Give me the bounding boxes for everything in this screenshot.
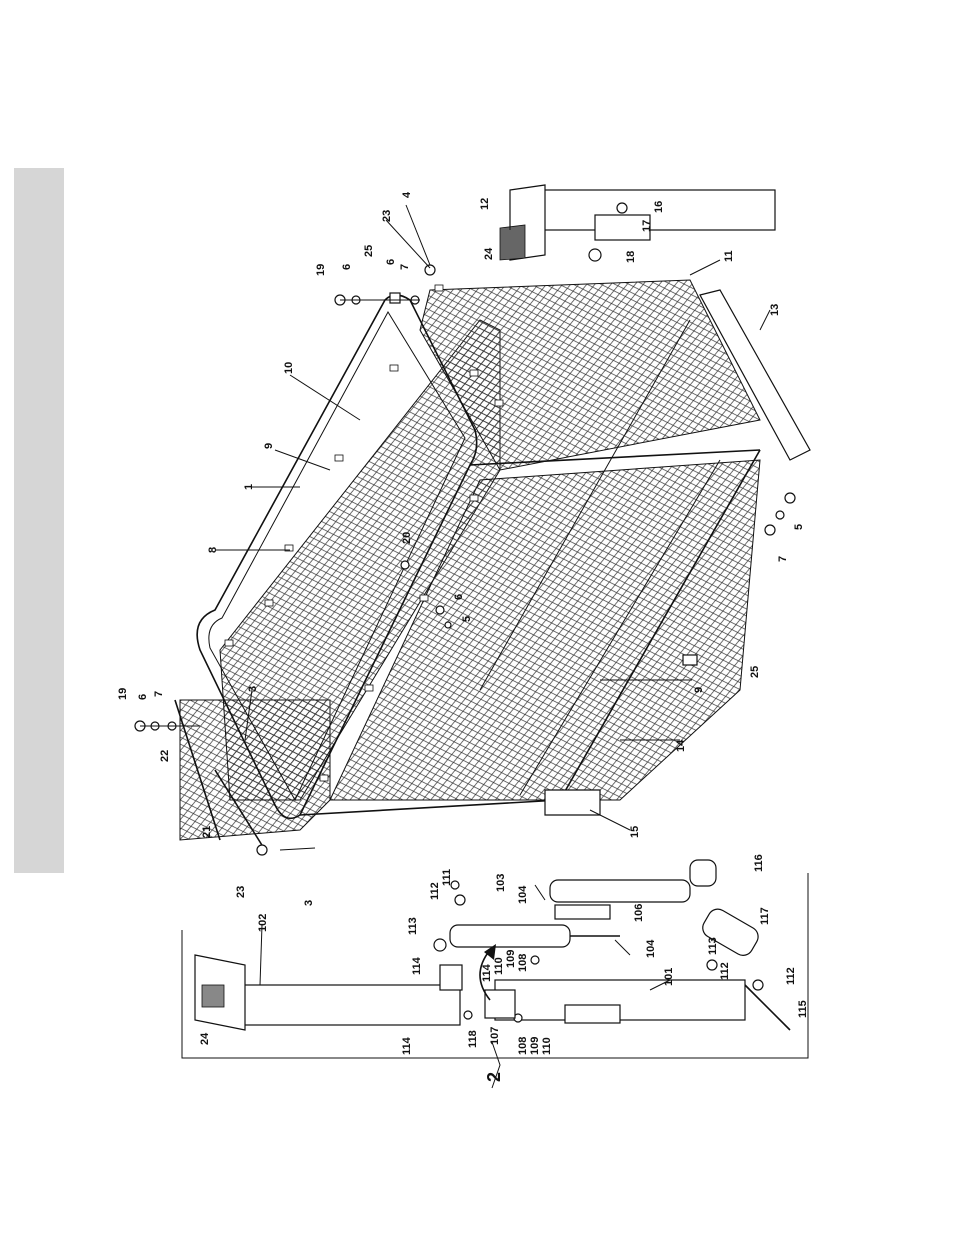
label-104a: 104 [517, 885, 529, 904]
bushing-20 [401, 561, 409, 569]
label-6a: 6 [137, 694, 149, 700]
label-118: 118 [467, 1030, 479, 1048]
label-17: 17 [641, 220, 653, 232]
label-3a: 3 [247, 686, 259, 692]
label-4: 4 [401, 191, 413, 198]
slot-plate-101 [565, 1005, 620, 1023]
label-110b: 110 [541, 1037, 553, 1055]
label-114c: 114 [481, 963, 493, 982]
label-18: 18 [625, 251, 637, 263]
label-113b: 113 [707, 937, 719, 955]
nut-7c [765, 525, 775, 535]
label-14: 14 [675, 739, 687, 752]
label-6b: 6 [341, 264, 353, 270]
label-108a: 108 [517, 954, 529, 972]
label-101: 101 [663, 968, 675, 986]
label-22: 22 [159, 750, 171, 762]
pin-118 [464, 1011, 472, 1019]
label-7a: 7 [153, 691, 165, 697]
label-16: 16 [653, 201, 665, 213]
bolt-104b [615, 940, 630, 955]
label-7c: 7 [777, 556, 789, 562]
label-21: 21 [201, 826, 213, 838]
bottom-rail [300, 800, 560, 815]
washer-6d [445, 622, 451, 628]
bolt-104a [535, 885, 545, 900]
label-19b: 19 [315, 264, 327, 276]
hinge-107 [485, 990, 515, 1018]
washer-112a [455, 895, 465, 905]
label-5a: 5 [461, 616, 473, 622]
bolt-108a [531, 956, 539, 964]
label-109b: 109 [529, 1037, 541, 1055]
post-102 [235, 985, 460, 1025]
label-108b: 108 [517, 1037, 529, 1055]
label-107: 107 [489, 1027, 501, 1045]
label-113a: 113 [407, 917, 419, 935]
bolt-5a [436, 606, 444, 614]
cylinder-upper [550, 880, 690, 902]
nut-18 [589, 249, 601, 261]
view-2-label: 2 [484, 1072, 504, 1082]
label-6d: 6 [453, 594, 465, 600]
label-11: 11 [723, 250, 735, 262]
label-106: 106 [633, 904, 645, 922]
label-8: 8 [207, 547, 219, 553]
label-23a: 23 [235, 886, 247, 898]
label-1: 1 [243, 484, 255, 490]
label-19a: 19 [117, 688, 129, 700]
label-111: 111 [441, 869, 453, 886]
enclosure-assembly [135, 265, 810, 855]
bolt-113a [434, 939, 446, 951]
label-24a: 24 [483, 247, 495, 260]
label-103: 103 [495, 874, 507, 892]
pin-115 [745, 985, 790, 1030]
label-24b: 24 [199, 1032, 211, 1045]
label-109a: 109 [505, 950, 517, 968]
end-cap-23a [257, 845, 267, 855]
bolt-113b [707, 960, 717, 970]
pad-25b [683, 655, 697, 665]
label-24a [500, 225, 525, 260]
bolt-5b [785, 493, 795, 503]
label-24b [202, 985, 224, 1007]
label-114a: 114 [411, 956, 423, 975]
label-110a: 110 [493, 957, 505, 975]
bolt-16 [617, 203, 627, 213]
label-9b: 9 [693, 687, 705, 693]
label-12: 12 [479, 198, 491, 210]
washer-112c [753, 980, 763, 990]
tab-114 [440, 965, 462, 990]
label-13: 13 [769, 304, 781, 316]
end-cap-23b [425, 265, 435, 275]
label-9a: 9 [263, 443, 275, 449]
label-117: 117 [759, 907, 771, 925]
label-3b: 3 [303, 900, 315, 906]
label-115: 115 [797, 1000, 809, 1018]
label-5b: 5 [793, 524, 805, 530]
label-25a: 25 [363, 245, 375, 257]
label-15: 15 [629, 826, 641, 838]
pad-25a [390, 293, 400, 303]
label-6c: 6 [385, 259, 397, 265]
cylinder-103 [450, 925, 570, 947]
label-112b: 112 [719, 962, 731, 980]
label-7b: 7 [399, 264, 411, 270]
label-116: 116 [753, 854, 765, 872]
washer-6c [776, 511, 784, 519]
label-112c: 112 [785, 967, 797, 985]
bracket-assembly [500, 185, 775, 261]
label-112a: 112 [429, 882, 441, 900]
label-114b: 114 [401, 1036, 413, 1055]
label-10: 10 [283, 362, 295, 374]
roller-116 [690, 860, 716, 886]
label-25b: 25 [749, 666, 761, 678]
bracket-106 [555, 905, 610, 919]
label-23b: 23 [381, 210, 393, 222]
label-102: 102 [257, 914, 269, 932]
label-104b: 104 [645, 939, 657, 958]
label-20: 20 [401, 532, 413, 544]
